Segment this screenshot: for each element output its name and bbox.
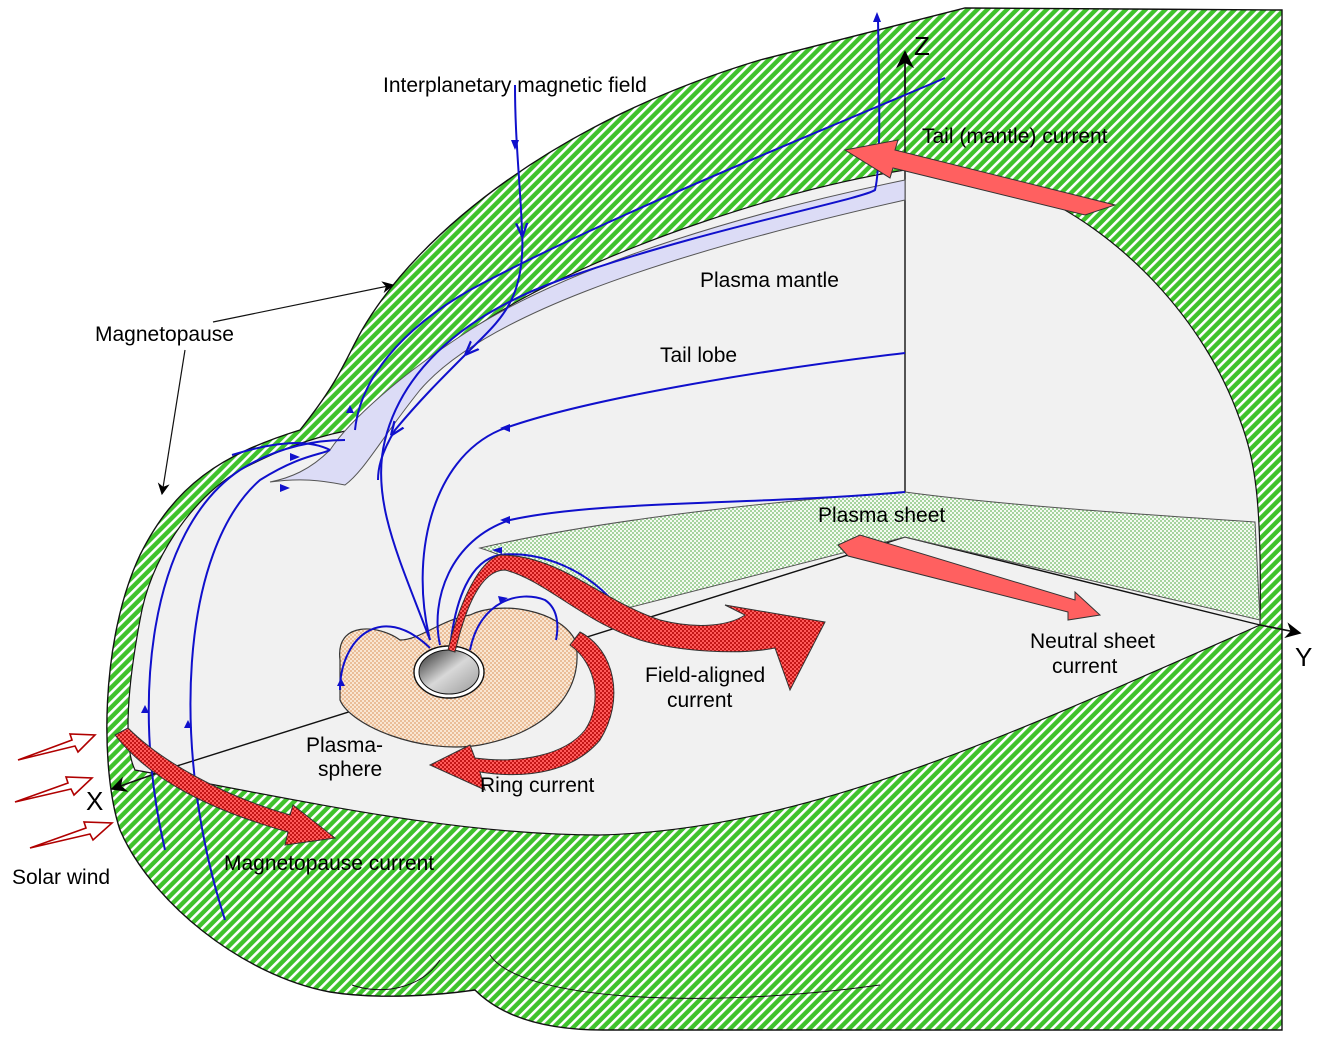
label-ring-current: Ring current bbox=[480, 774, 595, 797]
earth bbox=[414, 646, 484, 698]
label-field-aligned-2: current bbox=[667, 689, 733, 712]
label-solar-wind: Solar wind bbox=[12, 866, 110, 889]
axis-label-y: Y bbox=[1295, 642, 1312, 672]
magnetopause-leader-2 bbox=[162, 350, 185, 494]
label-magnetopause: Magnetopause bbox=[95, 323, 234, 346]
label-plasmasphere-2: sphere bbox=[318, 758, 382, 781]
label-field-aligned-1: Field-aligned bbox=[645, 664, 765, 687]
label-plasmasphere-1: Plasma- bbox=[306, 734, 383, 757]
label-neutral-sheet-2: current bbox=[1052, 655, 1118, 678]
axis-label-x: X bbox=[86, 786, 103, 816]
label-magnetopause-current: Magnetopause current bbox=[224, 852, 434, 875]
axis-label-z: Z bbox=[914, 31, 930, 61]
magnetopause-leader-1 bbox=[213, 285, 393, 322]
label-tail-lobe: Tail lobe bbox=[660, 344, 737, 367]
label-tail-current: Tail (mantle) current bbox=[922, 125, 1108, 148]
label-plasma-sheet: Plasma sheet bbox=[818, 504, 945, 527]
label-imf: Interplanetary magnetic field bbox=[383, 74, 647, 97]
label-plasma-mantle: Plasma mantle bbox=[700, 269, 839, 292]
label-neutral-sheet-1: Neutral sheet bbox=[1030, 630, 1155, 653]
